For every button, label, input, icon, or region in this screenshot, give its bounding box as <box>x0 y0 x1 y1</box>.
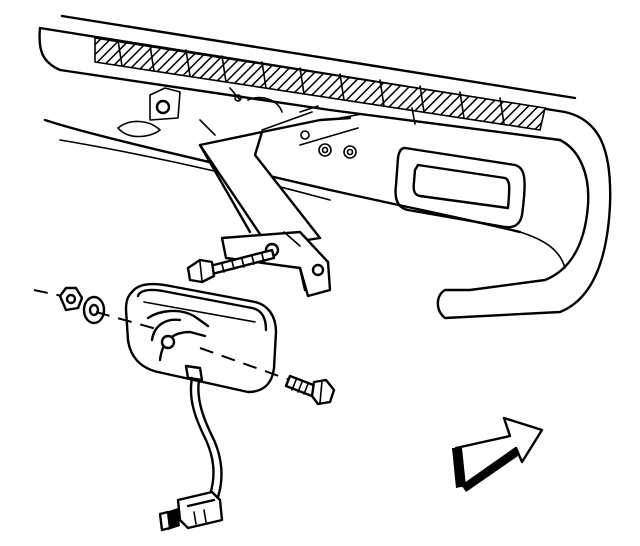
rear-bumper <box>38 14 612 320</box>
alignment-line-right <box>199 347 291 381</box>
alignment-line-left <box>33 289 63 297</box>
alignment-line-mid <box>95 311 161 331</box>
fog-lamp <box>124 282 278 394</box>
nut <box>58 286 84 312</box>
electrical-connector <box>158 490 224 532</box>
washer <box>82 295 106 325</box>
bumper-bracket <box>198 111 359 298</box>
wiring-harness <box>189 376 223 499</box>
direction-arrow <box>452 416 544 492</box>
bracket-bolt <box>186 248 276 284</box>
lamp-mounting-bolt <box>284 374 336 406</box>
